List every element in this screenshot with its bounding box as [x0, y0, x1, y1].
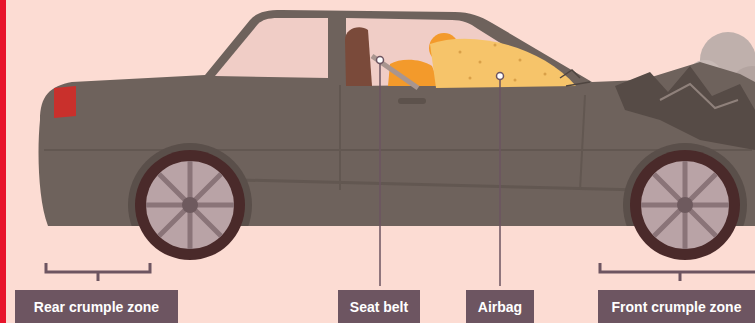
- label-text: Airbag: [478, 300, 522, 314]
- tyre: [135, 150, 245, 260]
- engine-debris: [660, 84, 738, 108]
- label-text: Front crumple zone: [612, 300, 742, 314]
- label-text: Rear crumple zone: [34, 300, 159, 314]
- rear-bracket: [46, 263, 150, 281]
- front-bracket: [600, 263, 755, 281]
- door-line: [340, 85, 585, 190]
- tail-light: [54, 86, 76, 118]
- windshield-crack: [560, 70, 590, 86]
- airbag: [430, 39, 576, 88]
- leader-line: [499, 80, 501, 286]
- dot: [519, 59, 522, 62]
- leader-dot: [497, 73, 504, 80]
- rim: [146, 161, 234, 249]
- dot: [479, 61, 482, 64]
- accent-bar: [0, 0, 6, 323]
- dot: [469, 77, 472, 80]
- dot: [544, 73, 547, 76]
- dot: [459, 51, 462, 54]
- leader-line: [379, 64, 381, 286]
- label-box: Rear crumple zone: [15, 290, 178, 323]
- label-box: Front crumple zone: [598, 290, 755, 323]
- hub: [677, 197, 693, 213]
- dot: [514, 79, 517, 82]
- body-line: [44, 149, 752, 151]
- door-handle: [398, 98, 426, 104]
- leader-dot: [377, 57, 384, 64]
- tyre: [630, 150, 740, 260]
- dot: [494, 44, 497, 47]
- rim: [641, 161, 729, 249]
- seat: [345, 27, 372, 86]
- airbag-dots: [459, 44, 547, 82]
- seat-belt-strap: [372, 56, 418, 88]
- spokes: [641, 161, 729, 249]
- crumpled-hood: [615, 66, 755, 150]
- hub: [182, 197, 198, 213]
- rear-window: [215, 18, 328, 78]
- front-wheel: [630, 150, 740, 260]
- spokes: [146, 161, 234, 249]
- label-box: Seat belt: [338, 290, 420, 323]
- rear-wheel: [135, 150, 245, 260]
- label-text: Seat belt: [350, 300, 408, 314]
- label-box: Airbag: [466, 290, 534, 323]
